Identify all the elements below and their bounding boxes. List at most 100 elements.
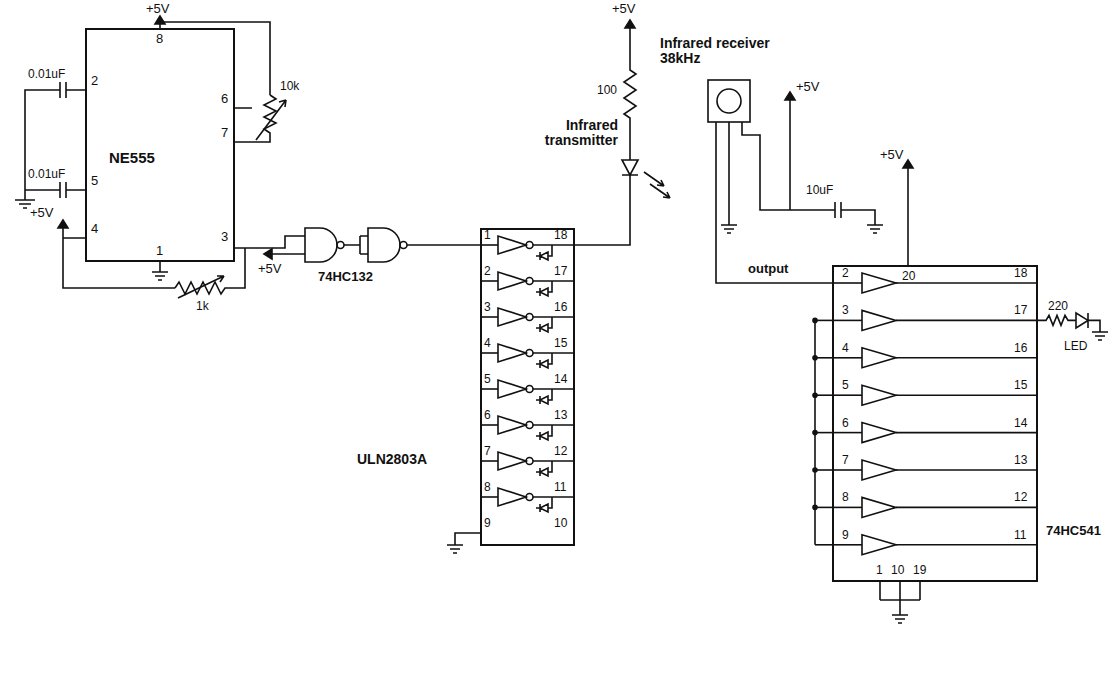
diode-symbol [536,353,552,368]
buffer-input [832,394,862,396]
wire [368,228,400,262]
wire [644,172,664,186]
wire [235,236,305,248]
chip-name: 74HC541 [1046,524,1101,538]
pin-number: 8 [484,481,491,494]
component-label: 0.01uF [28,168,65,181]
gate-symbols [480,236,1038,555]
pin-number: 10 [891,564,904,577]
pin-number: 5 [842,379,849,392]
pin-number: 15 [554,337,567,350]
wire [58,220,68,228]
wire [1092,332,1108,340]
component-label: +5V [30,206,54,220]
ic-chip: NE555 [85,28,235,262]
wire [155,16,165,24]
buffer-output [896,394,1038,396]
wire [447,533,480,553]
wire [903,160,913,168]
chip-name: ULN2803A [357,452,427,467]
buffer-symbol [862,385,896,405]
junction-dot [813,468,817,472]
pin-number: 13 [1014,454,1027,467]
inverter-input [480,424,498,426]
buffer-symbol [862,273,896,293]
component-label: 0.01uF [28,68,65,81]
buffer-symbol [862,423,896,443]
wire [785,92,795,100]
pin-number: 19 [913,564,926,577]
wire [63,228,175,288]
pin-number: 6 [221,92,228,106]
inverter-symbol [498,272,526,290]
inverter-bubble [526,278,533,285]
pin-number: 18 [554,229,567,242]
inverter-bubble [526,494,533,501]
component-label: Infrared receiver 38kHz [660,36,800,67]
pin-number: 17 [1014,304,1027,317]
junction-dot [813,431,817,435]
wire [152,262,168,280]
pin-number: 9 [484,517,491,530]
inverter-symbol [498,416,526,434]
buffer-input [832,282,862,284]
wire [235,95,276,142]
component-label: Infrared transmitter [523,118,618,149]
bus-stub [815,544,832,546]
pin-number: 2 [91,74,98,88]
wire [867,225,883,233]
pin-number: 1 [876,564,883,577]
pin-number: 6 [484,409,491,422]
nand-gates [264,228,480,262]
inverter-symbol [498,380,526,398]
inverter-bubble [526,458,533,465]
component-label: +5V [258,262,282,276]
ic-chip: ULN2803A [480,228,575,546]
inverter-symbol [498,236,526,254]
buffer-output [896,320,1038,322]
pin-number: 16 [554,301,567,314]
inverter-input [480,460,498,462]
wire [650,184,670,198]
inverter-output [533,460,575,462]
wire [717,89,741,113]
wire [880,582,920,623]
pin-number: 11 [554,481,566,494]
diode-symbol [536,245,552,260]
transmitter-wiring [447,20,670,553]
inverter-input [480,316,498,318]
ic-chip: 74HC541 [832,265,1038,582]
inverter-output [533,388,575,390]
inverter-symbol [498,344,526,362]
buffer-symbol [862,535,896,555]
pin-number: 6 [842,417,849,430]
buffer-input [832,357,862,359]
buffer-symbol [862,460,896,480]
wire [344,236,368,254]
inverter-output [533,496,575,498]
pin-number: 12 [1014,491,1027,504]
component-label: +5V [796,80,820,94]
pin-number: 18 [1014,267,1027,280]
pin-number: 7 [221,126,228,140]
inverter-input [480,496,498,498]
buffer-input [832,320,862,322]
wire [1076,313,1100,332]
inverter-bubble [526,314,533,321]
diode-symbol [536,389,552,404]
pin-number: 20 [902,270,915,283]
buffer-output [896,507,1038,509]
pin-number: 14 [554,373,567,386]
wire [622,160,638,175]
pin-number: 10 [554,517,567,530]
wire [721,122,737,233]
component-label: output [748,262,788,276]
inverter-output [533,316,575,318]
wire [708,80,750,122]
pin-number: 5 [91,174,98,188]
wire [160,22,270,95]
inverter-output [533,280,575,282]
component-label: 10k [280,80,299,93]
inverter-input [480,352,498,354]
wire [907,168,909,265]
